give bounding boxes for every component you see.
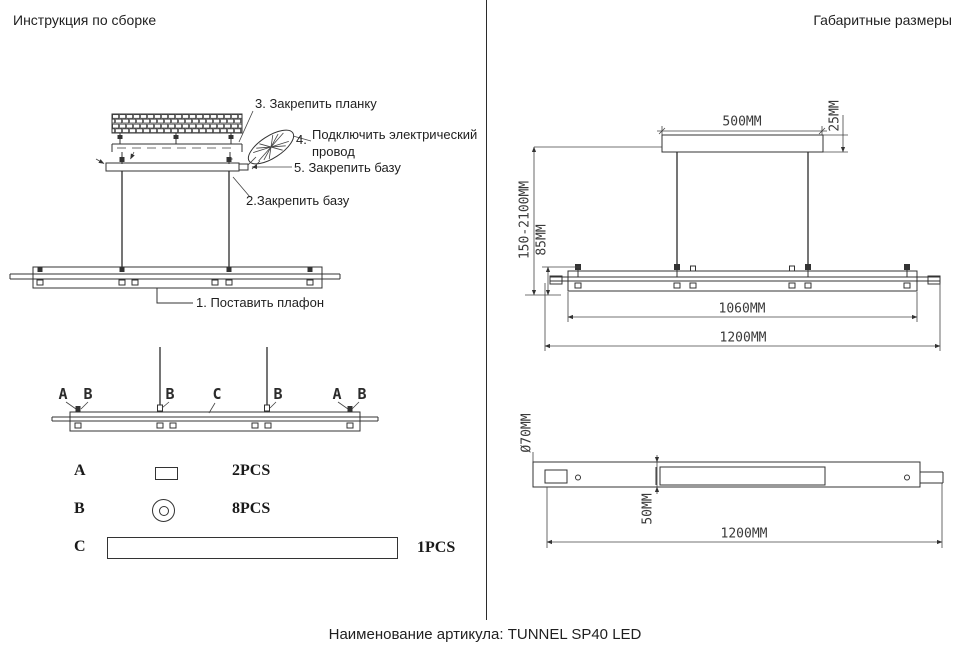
bolt-icon [225,267,233,286]
callout-letter: B [273,385,283,403]
bolt-icon [574,264,582,289]
top-view-drawing [532,452,944,488]
callout-letter: A [332,385,342,403]
dimension-lines-front [525,115,941,351]
part-row-qty: 2PCS [232,462,271,479]
bolt-icon [903,264,911,289]
dimension-lines-top [546,455,943,548]
callout-letter: B [357,385,367,403]
front-view-drawing [549,134,941,292]
dim-overall-length: 1200MM [719,330,767,346]
dim-body-width: 50MM [640,493,656,525]
step-4-label-line1: Подключить электрический [312,127,478,142]
bolt-icon [673,264,681,289]
mounting-bracket-drawing [111,143,243,160]
dim-fixture-height: 85MM [534,224,550,256]
base-bar-icon [107,537,398,559]
washer-hole-icon [158,505,169,516]
suspension-wires-drawing [121,171,230,267]
step-3-label: 3. Закрепить планку [255,96,377,111]
step-1-label: 1. Поставить плафон [196,295,325,310]
bolt-icon [211,279,219,286]
canopy-base-drawing [95,157,249,172]
step-4-label-line2: провод [312,144,355,159]
dim-overall-length-top: 1200MM [720,526,768,542]
callout-letter: B [165,385,175,403]
bolt-icon [306,267,314,286]
dim-canopy-width: 500MM [722,114,762,130]
part-row-qty: 8PCS [232,500,271,517]
hanger-screw-icon [228,133,234,145]
panel-divider [486,0,487,620]
hanger-screw-icon [117,133,123,145]
part-row-letter: B [74,500,85,517]
bolt-icon [118,267,126,286]
callout-letter: B [83,385,93,403]
ceiling-strip-drawing [111,113,243,145]
left-panel-title: Инструкция по сборке [13,12,157,28]
callout-letter: C [212,385,222,403]
part-row-qty: 1PCS [417,539,456,556]
article-caption: Наименование артикула: TUNNEL SP40 LED [328,626,642,643]
bolt-icon [36,267,44,286]
part-row-letter: C [74,538,86,555]
step-2-label: 2.Закрепить базу [246,193,350,208]
bottom-view-drawing [51,347,379,432]
dim-canopy-height: 25MM [827,100,843,132]
bolt-icon [131,279,139,286]
right-panel-title: Габаритные размеры [813,12,952,28]
dim-suspension-range: 150-2100MM [517,180,533,260]
hanger-screw-icon [173,133,179,145]
leader-lines [156,110,312,304]
electrical-callout-drawing [247,129,295,170]
bolt-icon [804,264,812,289]
mounting-plate-icon [155,467,178,480]
fixture-body-drawing [9,266,341,289]
part-row-letter: A [74,462,86,479]
bolt-icon [689,265,697,289]
callout-letter: A [58,385,68,403]
bolt-icon [788,265,796,289]
dim-glass-length: 1060MM [718,301,766,317]
step-5-label: 5. Закрепить базу [294,160,401,175]
step-4-number: 4. [296,132,307,147]
dim-canopy-diameter: Ø70MM [519,413,535,453]
